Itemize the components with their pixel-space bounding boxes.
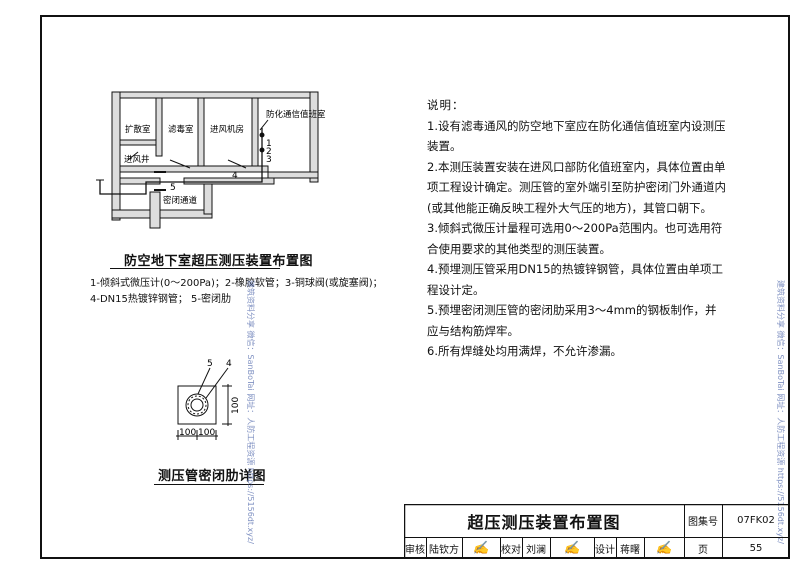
checker-signature: ✍ [563, 541, 581, 556]
designer-name: 蒋曙 [620, 545, 640, 556]
detail-dim-2: 100 [198, 428, 215, 438]
check-label: 校对 [501, 545, 521, 556]
callout-3: 3 [266, 155, 272, 165]
callout-2: 2 [266, 147, 272, 157]
detail-dim-1: 100 [179, 428, 196, 438]
title-block-grid [404, 504, 790, 559]
note-item-4: 4.预埋测压管采用DN15的热镀锌钢管，具体位置由单项工程设计定。 [427, 262, 724, 297]
legend-line-2: 4-DN15热镀锌钢管； 5-密闭肋 [90, 294, 232, 305]
note-item-6: 6.所有焊缝处均用满焊，不允许渗漏。 [427, 344, 622, 358]
floor-plan-caption: 防空地下室超压测压装置布置图 [124, 254, 314, 269]
page-number: 55 [749, 543, 763, 554]
note-item-1: 1.设有滤毒通风的防空地下室应在防化通信值班室内设测压装置。 [427, 118, 726, 154]
notes-block: 说明： 1.设有滤毒通风的防空地下室应在防化通信值班室内设测压装置。 2.本测压… [427, 95, 727, 362]
callout-4: 4 [232, 171, 238, 181]
room-label-duty: 防化通信值班室 [266, 109, 326, 120]
checker-name: 刘澜 [526, 545, 546, 556]
detail-caption-underline [154, 484, 264, 485]
room-label-intake: 进风机房 [210, 124, 244, 135]
room-label-expansion: 扩散室 [125, 124, 151, 135]
title-block: 超压测压装置布置图 图集号 07FK02 审核 陆钦方 ✍ 校对 刘澜 ✍ 设计… [404, 504, 790, 559]
design-label: 设计 [595, 545, 615, 556]
detail-drawing [176, 367, 232, 440]
callout-1: 1 [266, 139, 272, 149]
watermark-left: 建筑资料分享 微信：SanBoTai 网址：人防工程资源 https://515… [246, 280, 255, 544]
detail-dim-vertical: 100 [231, 397, 241, 414]
detail-caption: 测压管密闭肋详图 [158, 469, 267, 484]
callout-5: 5 [170, 183, 176, 193]
detail-label-5: 5 [207, 359, 213, 369]
room-label-filter: 滤毒室 [168, 124, 194, 135]
review-label: 审核 [405, 545, 425, 556]
room-label-airtight-passage: 密闭通道 [163, 195, 198, 206]
room-label-air-shaft: 进风井 [124, 154, 150, 165]
page-label: 页 [698, 545, 708, 556]
note-item-3: 3.倾斜式微压计量程可选用0～200Pa范围内。也可选用符合使用要求的其他类型的… [427, 221, 723, 256]
reviewer-name: 陆钦方 [429, 545, 459, 556]
designer-signature: ✍ [655, 541, 673, 556]
note-item-2: 2.本测压装置安装在进风口部防化值班室内，具体位置由单项工程设计确定。测压管的室… [427, 159, 726, 215]
atlas-number: 07FK02 [737, 515, 775, 526]
drawing-title: 超压测压装置布置图 [467, 512, 621, 532]
detail-label-4: 4 [226, 359, 232, 369]
notes-heading: 说明： [427, 98, 465, 112]
caption-underline [110, 268, 280, 269]
note-item-5: 5.预埋密闭测压管的密闭肋采用3～4mm的钢板制作，并应与结构筋焊牢。 [427, 303, 717, 338]
legend-line-1: 1-倾斜式微压计(0～200Pa)；2-橡胶软管；3-铜球阀(或旋塞阀)； [90, 278, 383, 289]
reviewer-signature: ✍ [472, 541, 490, 556]
atlas-label: 图集号 [688, 517, 718, 528]
